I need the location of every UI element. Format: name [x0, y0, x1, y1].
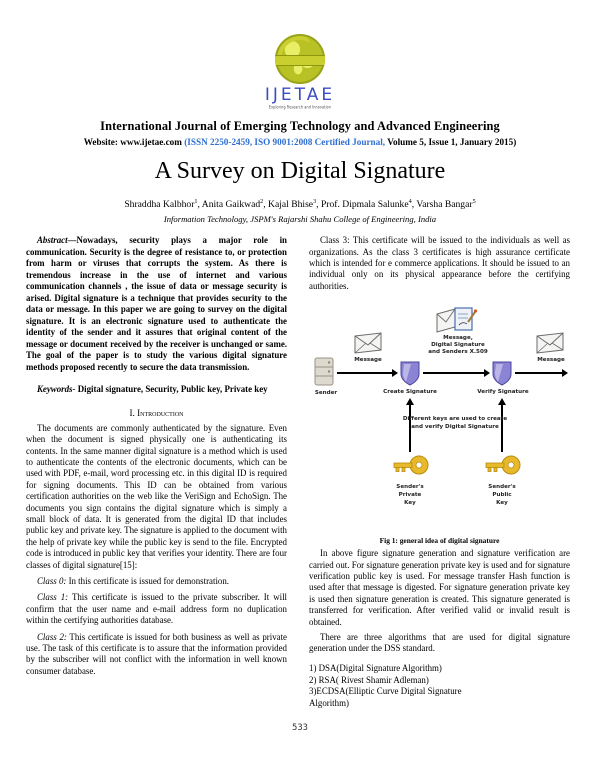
two-column-body: Abstract—Nowadays, security plays a majo… [0, 235, 600, 710]
figure-1: Sender Message [309, 304, 570, 546]
class-3-label: Class 3: [320, 235, 350, 246]
private-key-node [391, 454, 429, 485]
envelope-icon [536, 332, 564, 354]
journal-volume: Volume 5, Issue 1, January 2015) [385, 137, 517, 147]
verify-signature-label: Verify Signature [477, 389, 529, 396]
key-icon [393, 455, 429, 475]
message-right-node [535, 332, 565, 359]
keys-note-line2: and verify Digital Signature [411, 424, 499, 431]
class-3-text: This certificate will be issued to the i… [309, 235, 571, 291]
author-name: Varsha Bangar [416, 199, 473, 211]
logo-letters: IJETAE [264, 85, 336, 105]
class-2-paragraph: Class 2: This certificate is issued for … [26, 632, 287, 678]
digital-signature-diagram: Sender Message [309, 304, 570, 532]
introduction-paragraph: The documents are commonly authenticated… [26, 422, 287, 570]
keys-note-line1: Different keys are used to create [402, 416, 508, 423]
journal-logo: IJETAE Exploring Research and Innovation [252, 34, 348, 110]
page-title: A Survey on Digital Signature [154, 158, 446, 184]
journal-issn-line: Website: www.ijetae.com (ISSN 2250-2459,… [0, 137, 600, 147]
private-key-label-line2: Private [398, 492, 422, 499]
algorithm-item: 2) RSA( Rivest Shamir Adleman) [309, 674, 429, 685]
class-2-text: This certificate is issued for both busi… [26, 631, 288, 676]
class-0-paragraph: Class 0: In this certificate is issued f… [26, 576, 287, 587]
arrow-create-to-verify [423, 369, 490, 377]
server-icon [314, 357, 334, 386]
author-list: Shraddha Kalbhor1, Anita Gaikwad2, Kajal… [124, 198, 476, 211]
journal-masthead: IJETAE Exploring Research and Innovation… [0, 0, 600, 147]
keywords-paragraph: Keywords- Digital signature, Security, P… [26, 384, 287, 396]
page-number: 533 [292, 722, 308, 732]
class-0-text: In this certificate is issued for demons… [66, 575, 230, 586]
keywords-text: Digital signature, Security, Public key,… [75, 384, 268, 395]
create-signature-label: Create Signature [383, 389, 437, 396]
sender-node [313, 356, 337, 393]
algorithms-list: 1) DSA(Digital Signature Algorithm) 2) R… [309, 663, 570, 710]
class-1-label: Class 1: [37, 592, 69, 603]
globe-icon [275, 34, 325, 84]
arrow-public-key-to-verify [498, 398, 505, 453]
packet-label-line3: and Senders X.509 [428, 349, 488, 356]
packet-label-line2: Digital Signature [431, 342, 485, 349]
shield-icon [492, 361, 512, 386]
class-0-label: Class 0: [37, 575, 67, 586]
packet-label-line1: Message, [443, 335, 473, 342]
shield-icon [400, 361, 420, 386]
abstract-label: Abstract [37, 235, 68, 246]
sender-label: Sender [314, 390, 338, 397]
arrow-private-key-to-create [406, 398, 413, 453]
journal-name: International Journal of Emerging Techno… [100, 119, 500, 133]
author-sup: 2 [260, 198, 264, 205]
verify-signature-node [491, 359, 513, 392]
right-column: Class 3: This certificate will be issued… [309, 235, 570, 710]
message-left-node [353, 332, 383, 359]
message-right-label: Message [537, 357, 565, 364]
signed-envelope-icon [436, 307, 478, 333]
algorithm-item: 1) DSA(Digital Signature Algorithm) [309, 662, 442, 673]
figure-caption: Fig 1: general idea of digital signature [379, 536, 500, 546]
author-sup: 5 [472, 198, 476, 205]
author-name: Kajal Bhise [268, 199, 314, 211]
algorithms-intro-paragraph: There are three algorithms that are used… [309, 632, 570, 654]
abstract-dash: — [67, 235, 77, 246]
envelope-icon [354, 332, 382, 354]
figure-discussion-paragraph: In above figure signature generation and… [309, 548, 570, 627]
public-key-node [483, 454, 521, 485]
arrow-sender-to-create [337, 369, 398, 377]
author-name: Anita Gaikwad [201, 199, 261, 211]
public-key-label-line2: Public [492, 492, 512, 499]
author-name: Prof. Dipmala Salunke [320, 199, 409, 211]
key-icon [485, 455, 521, 475]
keywords-label: Keywords- [37, 384, 76, 395]
class-3-paragraph: Class 3: This certificate will be issued… [309, 235, 570, 292]
journal-website: Website: www.ijetae.com [83, 137, 182, 147]
abstract-text: Nowadays, security plays a major role in… [26, 235, 287, 372]
private-key-label-line3: Key [404, 500, 416, 507]
affiliation: Information Technology, JSPM's Rajarshi … [163, 214, 437, 225]
algorithm-item: Algorithm) [309, 698, 349, 709]
algorithm-item: 3)ECDSA(Elliptic Curve Digital Signature [309, 686, 462, 697]
section-heading-introduction: I. Introduction [129, 407, 184, 418]
author-sup: 1 [194, 198, 198, 205]
abstract-paragraph: Abstract—Nowadays, security plays a majo… [26, 235, 287, 373]
logo-tagline: Exploring Research and Innovation [268, 104, 332, 110]
public-key-label-line1: Sender's [488, 484, 516, 491]
private-key-label-line1: Sender's [396, 484, 424, 491]
create-signature-node [399, 359, 421, 392]
class-1-text: This certificate is issued to the privat… [26, 592, 288, 626]
arrow-verify-to-message [515, 369, 568, 377]
class-2-label: Class 2: [37, 631, 67, 642]
left-column: Abstract—Nowadays, security plays a majo… [26, 235, 287, 710]
signed-packet-node [435, 306, 479, 341]
journal-issn: (ISSN 2250-2459, ISO 9001:2008 Certified… [184, 137, 386, 147]
author-sup: 4 [408, 198, 412, 205]
class-1-paragraph: Class 1: This certificate is issued to t… [26, 592, 287, 626]
public-key-label-line3: Key [496, 500, 508, 507]
author-name: Shraddha Kalbhor [124, 199, 195, 211]
author-sup: 3 [313, 198, 317, 205]
message-left-label: Message [354, 357, 382, 364]
